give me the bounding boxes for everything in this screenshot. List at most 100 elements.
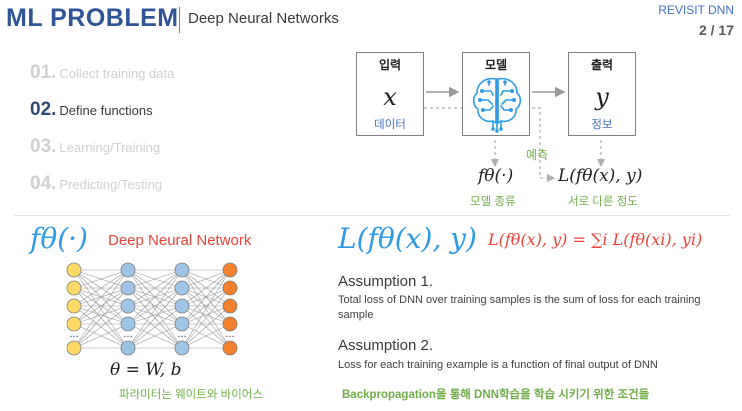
network-node <box>66 262 82 278</box>
assumption2-title: Assumption 2. <box>338 337 434 354</box>
network-connection <box>73 305 129 325</box>
model-func: fθ(·) <box>478 166 513 186</box>
network-connection <box>181 287 231 325</box>
title-divider <box>179 7 180 33</box>
network-connection <box>181 323 231 349</box>
network-connection <box>73 323 129 349</box>
network-node <box>120 316 136 332</box>
network-ellipsis: ... <box>225 329 235 340</box>
theta-params: θ = W, b <box>110 360 182 380</box>
network-connection <box>181 305 231 325</box>
network-node <box>66 340 82 356</box>
brain-circuit-icon <box>472 77 522 133</box>
network-connection <box>181 269 231 307</box>
network-connection <box>73 269 129 325</box>
model-box: 모델 <box>462 52 530 136</box>
network-connection <box>181 287 231 349</box>
network-ellipsis: ... <box>177 329 187 340</box>
step-label: Collect training data <box>59 66 175 81</box>
network-node <box>222 298 238 314</box>
network-connection <box>127 287 183 349</box>
network-node <box>66 316 82 332</box>
network-connection <box>181 269 231 325</box>
network-node <box>174 262 190 278</box>
loss-formula: L(fθ(x), y) = ∑i L(fθ(xi), yi) <box>488 230 703 249</box>
network-connection <box>73 287 129 349</box>
network-connection <box>181 269 231 289</box>
step-number: 03. <box>30 136 57 157</box>
arrow-data-loss <box>424 107 556 183</box>
network-connection <box>73 269 129 289</box>
assumption1-text: Total loss of DNN over training samples … <box>338 294 701 321</box>
page-number: 2 / 17 <box>698 22 734 38</box>
output-label: 출력 <box>590 58 614 72</box>
loss-func: L(fθ(x), y) <box>558 166 643 186</box>
network-connection <box>127 269 183 289</box>
network-node <box>174 316 190 332</box>
network-connection <box>127 269 183 325</box>
params-caption: 파라미터는 웨이트와 바이어스 <box>119 389 263 401</box>
step-label: Learning/Training <box>59 140 161 155</box>
model-function-heading: fθ(·) <box>30 222 88 255</box>
network-connection <box>127 269 183 349</box>
network-node <box>222 280 238 296</box>
network-node <box>222 262 238 278</box>
output-box: 출력 y 정보 <box>568 52 636 136</box>
network-connection <box>181 269 231 349</box>
flow-diagram: 입력 x 데이터 모델 <box>340 48 680 213</box>
predict-label: 예측 <box>526 148 549 162</box>
network-node <box>174 280 190 296</box>
loss-heading: L(fθ(x), y) <box>338 222 477 255</box>
network-node <box>120 262 136 278</box>
network-node <box>222 316 238 332</box>
network-connection <box>181 305 231 349</box>
step-label: Define functions <box>59 103 153 118</box>
section-label: REVISIT DNN <box>658 3 734 17</box>
model-func-caption: 모델 종류 <box>470 196 516 208</box>
network-connection <box>127 287 183 325</box>
neural-network-diagram: ............ <box>66 262 238 356</box>
slide-subtitle: Deep Neural Networks <box>188 10 339 27</box>
network-node <box>120 340 136 356</box>
step-learning: 03.Learning/Training <box>30 136 160 158</box>
network-node <box>120 280 136 296</box>
network-node <box>174 298 190 314</box>
network-connection <box>127 269 183 307</box>
network-connection <box>127 305 183 349</box>
step-define: 02.Define functions <box>30 99 153 121</box>
network-node <box>222 340 238 356</box>
output-sub: 정보 <box>591 119 613 131</box>
slide-title: ML PROBLEM <box>6 4 179 32</box>
input-var: x <box>383 83 397 111</box>
network-node <box>120 298 136 314</box>
step-number: 02. <box>30 99 57 120</box>
step-label: Predicting/Testing <box>59 177 163 192</box>
step-predicting: 04.Predicting/Testing <box>30 173 162 195</box>
network-connection <box>73 269 129 349</box>
input-label: 입력 <box>378 58 402 72</box>
input-box: 입력 x 데이터 <box>356 52 424 136</box>
backprop-note: Backpropagation을 통해 DNN학습을 학습 시키기 위한 조건들 <box>342 389 650 401</box>
input-sub: 데이터 <box>374 119 406 131</box>
network-connection <box>73 287 129 325</box>
network-node <box>66 280 82 296</box>
network-ellipsis: ... <box>123 329 133 340</box>
assumption1-title: Assumption 1. <box>338 273 434 290</box>
network-connection <box>127 305 183 325</box>
step-number: 04. <box>30 173 57 194</box>
flow-arrows <box>424 86 606 183</box>
assumption2-text: Loss for each training example is a func… <box>338 359 658 371</box>
network-connection <box>73 305 129 349</box>
network-node <box>174 340 190 356</box>
model-label: 모델 <box>484 58 508 72</box>
network-connection <box>127 323 183 349</box>
network-node <box>66 298 82 314</box>
step-collect: 01.Collect training data <box>30 62 174 84</box>
model-func-text: fθ(·) <box>478 166 514 186</box>
output-var: y <box>595 83 609 111</box>
dnn-heading: Deep Neural Network <box>108 232 252 249</box>
network-connection <box>73 269 129 307</box>
loss-caption: 서로 다른 정도 <box>568 196 638 208</box>
section-divider <box>14 215 730 216</box>
step-number: 01. <box>30 62 57 83</box>
